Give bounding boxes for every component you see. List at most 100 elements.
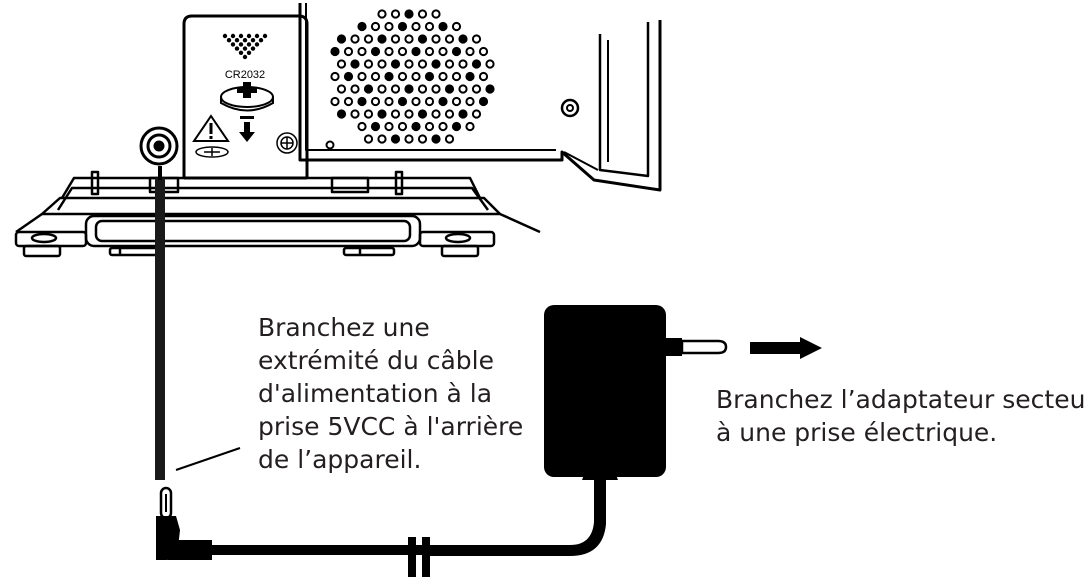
grille-hole bbox=[363, 34, 374, 44]
logo-dot bbox=[226, 38, 232, 43]
grille-hole bbox=[404, 84, 414, 94]
grille-hole bbox=[411, 71, 421, 82]
coin-cell-icon bbox=[220, 82, 274, 112]
logo-dot bbox=[234, 46, 240, 51]
grille-hole bbox=[417, 59, 428, 69]
caption-line: Branchez l’adaptateur secteur bbox=[716, 385, 1084, 414]
grille-hole bbox=[485, 59, 495, 69]
logo-dot bbox=[238, 42, 244, 47]
grille-hole bbox=[444, 34, 455, 44]
grille-hole bbox=[390, 84, 401, 94]
logo-dot bbox=[246, 42, 252, 47]
grille-hole bbox=[336, 34, 347, 44]
speaker-grille bbox=[330, 9, 495, 144]
grille-hole bbox=[451, 121, 462, 132]
logo-dot bbox=[242, 38, 248, 43]
grille-hole bbox=[478, 71, 489, 82]
grille-hole bbox=[404, 59, 414, 69]
grille-hole bbox=[343, 96, 354, 107]
grille-hole bbox=[444, 84, 455, 94]
grille-hole bbox=[397, 71, 408, 82]
grille-hole bbox=[363, 134, 374, 144]
logo-dot bbox=[250, 46, 256, 51]
grille-hole bbox=[465, 96, 475, 107]
grille-hole bbox=[350, 109, 360, 119]
grille-hole bbox=[397, 96, 408, 107]
grille-hole bbox=[485, 84, 495, 94]
leader-line bbox=[175, 447, 241, 471]
grille-hole bbox=[424, 21, 435, 32]
grille-hole bbox=[370, 96, 381, 107]
triangle-dots-icon bbox=[222, 33, 268, 60]
grille-hole bbox=[444, 109, 455, 119]
grille-hole bbox=[438, 21, 448, 32]
logo-dot bbox=[258, 38, 264, 43]
grille-hole bbox=[397, 46, 408, 57]
warning-triangle-icon bbox=[192, 114, 230, 142]
grille-hole bbox=[438, 121, 448, 132]
logo-dot bbox=[242, 46, 248, 51]
grille-hole bbox=[390, 9, 401, 19]
grille-hole bbox=[465, 71, 475, 82]
grille-hole bbox=[471, 84, 482, 94]
grille-hole bbox=[438, 71, 448, 82]
adapter-cable bbox=[210, 470, 618, 577]
grille-hole bbox=[357, 121, 367, 132]
grille-hole bbox=[431, 134, 441, 144]
grille-hole bbox=[330, 46, 340, 57]
grille-hole bbox=[370, 21, 381, 32]
grille-hole bbox=[384, 46, 394, 57]
grille-hole bbox=[417, 84, 428, 94]
grille-hole bbox=[404, 109, 414, 119]
logo-dot bbox=[250, 38, 256, 43]
grille-hole bbox=[444, 134, 455, 144]
grille-hole bbox=[397, 21, 408, 32]
grille-hole bbox=[417, 109, 428, 119]
grille-hole bbox=[411, 121, 421, 132]
grille-hole bbox=[336, 84, 347, 94]
dc-plug bbox=[156, 486, 212, 560]
logo-dot bbox=[230, 33, 236, 39]
grille-hole bbox=[397, 121, 408, 132]
grille-hole bbox=[424, 71, 435, 82]
caption-connect-outlet: Branchez l’adaptateur secteur à une pris… bbox=[716, 383, 1084, 449]
grille-hole bbox=[330, 96, 340, 107]
dc-input-jack bbox=[139, 126, 179, 166]
screw-hole bbox=[325, 140, 335, 150]
grille-hole bbox=[431, 34, 441, 44]
grille-hole bbox=[363, 109, 374, 119]
device-base bbox=[14, 170, 541, 258]
grille-hole bbox=[458, 109, 468, 119]
logo-dot bbox=[262, 33, 268, 39]
grille-hole bbox=[363, 84, 374, 94]
logo-dot bbox=[230, 42, 236, 47]
grille-hole bbox=[478, 96, 489, 107]
logo-dot bbox=[242, 54, 248, 60]
grille-hole bbox=[417, 9, 428, 19]
caption-line: d'alimentation à la bbox=[258, 379, 493, 408]
grille-hole bbox=[417, 134, 428, 144]
grille-hole bbox=[404, 34, 414, 44]
grille-hole bbox=[370, 121, 381, 132]
grille-hole bbox=[357, 21, 367, 32]
grille-hole bbox=[390, 59, 401, 69]
grille-hole bbox=[390, 34, 401, 44]
logo-dot bbox=[246, 33, 252, 39]
grille-hole bbox=[377, 9, 387, 19]
grille-hole bbox=[458, 84, 468, 94]
grille-hole bbox=[411, 46, 421, 57]
arrow-down-icon bbox=[239, 122, 255, 142]
grille-hole bbox=[471, 109, 482, 119]
grille-hole bbox=[350, 59, 360, 69]
arrow-right-icon bbox=[750, 337, 822, 359]
grille-hole bbox=[451, 21, 462, 32]
logo-dot bbox=[222, 33, 228, 39]
caption-line: à une prise électrique. bbox=[716, 418, 998, 447]
caption-line: prise 5VCC à l'arrière bbox=[258, 412, 524, 441]
grille-hole bbox=[390, 134, 401, 144]
grille-hole bbox=[438, 96, 448, 107]
minus-icon bbox=[240, 116, 254, 119]
grille-hole bbox=[350, 34, 360, 44]
grille-hole bbox=[424, 96, 435, 107]
grille-hole bbox=[384, 21, 394, 32]
